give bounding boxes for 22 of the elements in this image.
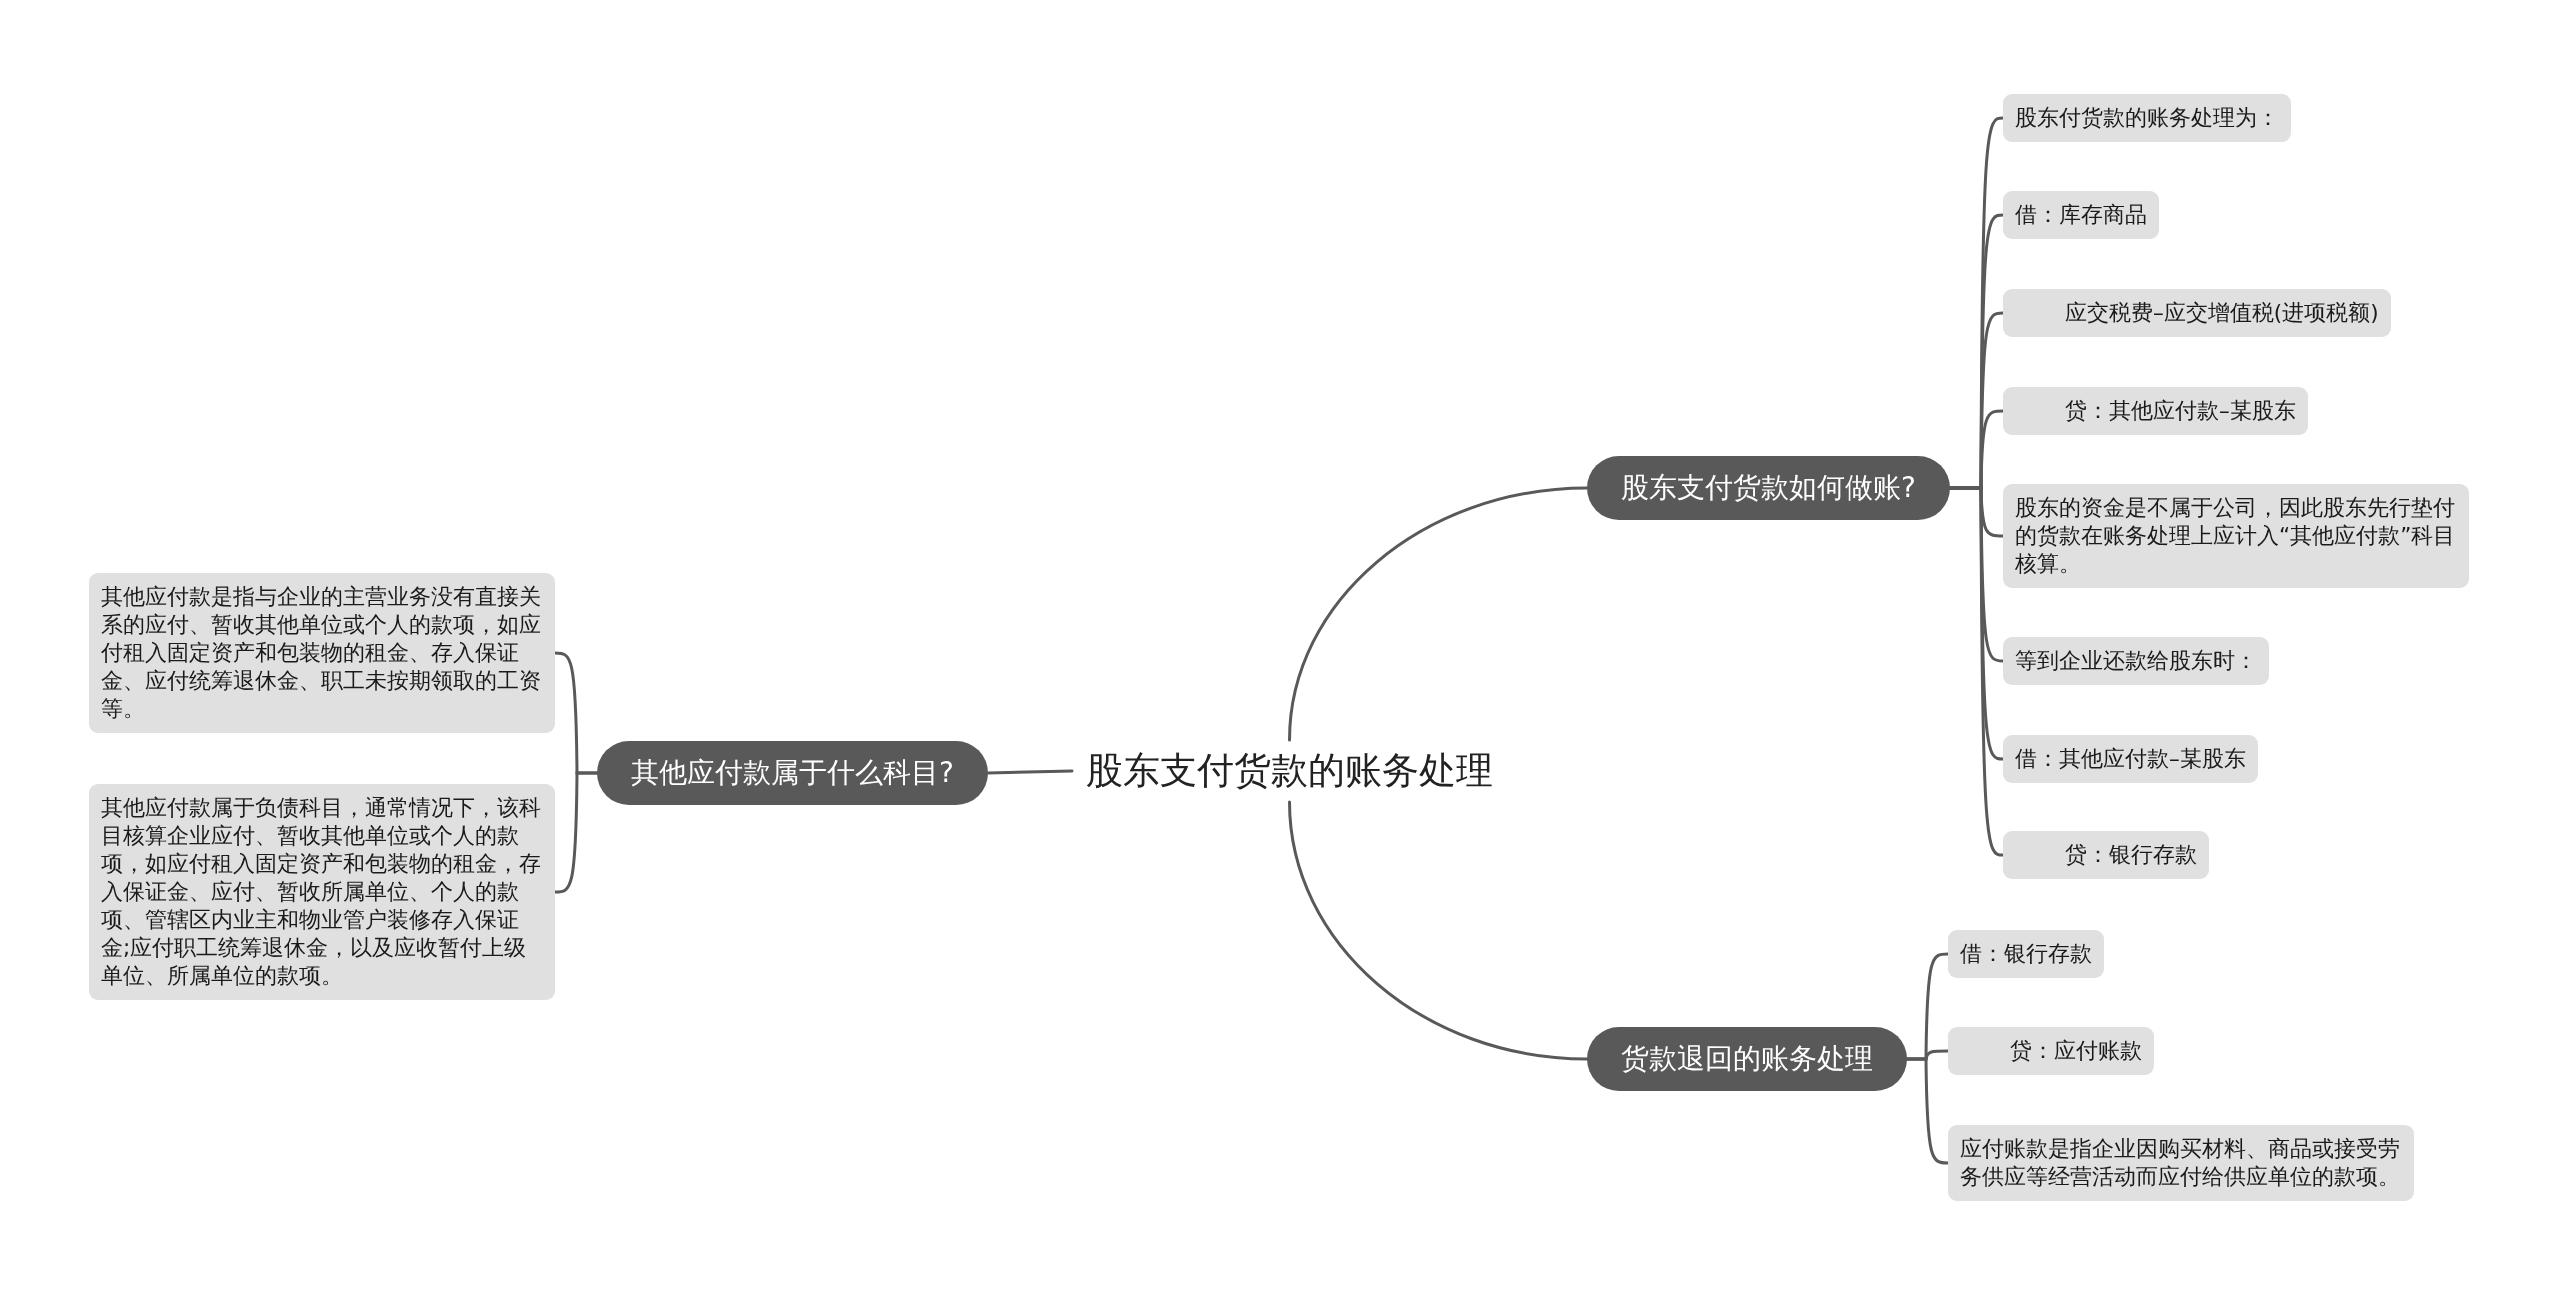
note-box: 借：库存商品: [2003, 191, 2159, 239]
note-box: 其他应付款是指与企业的主营业务没有直接关系的应付、暂收其他单位或个人的款项，如应付租入固定资产和包装物的租金、存入保证金、应付统筹退休金、职工未按期领取的工资等。: [89, 573, 555, 733]
connector-line: [553, 771, 599, 894]
note-box: 应付账款是指企业因购买材料、商品或接受劳务供应等经营活动而应付给供应单位的款项。: [1948, 1125, 2414, 1201]
central-topic: 股东支付货款的账务处理: [1072, 740, 1507, 802]
topic-box: 股东支付货款如何做账?: [1587, 456, 1950, 520]
note-box: 应交税费–应交增值税(进项税额): [2003, 289, 2391, 337]
note-box: 贷：银行存款: [2003, 831, 2209, 879]
connector-line: [1905, 1057, 1950, 1165]
note-box: 贷：应付账款: [1948, 1027, 2154, 1075]
topic-box: 货款退回的账务处理: [1587, 1027, 1907, 1091]
note-box: 借：其他应付款–某股东: [2003, 735, 2258, 783]
note-box: 股东付货款的账务处理为：: [2003, 94, 2291, 142]
topic-box: 其他应付款属于什么科目?: [597, 741, 988, 805]
note-box: 股东的资金是不属于公司，因此股东先行垫付的货款在账务处理上应计入“其他应付款”科目核算。: [2003, 484, 2469, 588]
connector-line: [986, 769, 1074, 775]
note-box: 贷：其他应付款–某股东: [2003, 387, 2308, 435]
note-box: 等到企业还款给股东时：: [2003, 637, 2269, 685]
connector-line: [1288, 486, 1589, 742]
note-box: 借：银行存款: [1948, 930, 2104, 978]
connector-line: [1288, 800, 1589, 1061]
note-box: 其他应付款属于负债科目，通常情况下，该科目核算企业应付、暂收其他单位或个人的款项，如应付租入固定资产和包装物的租金，存入保证金、应付、暂收所属单位、个人的款项、管辖区内业主和物业管户装修存入保证金;应付职工统筹退休金，以及应收暂付上级单位、所属单位的款项。: [89, 784, 555, 1000]
